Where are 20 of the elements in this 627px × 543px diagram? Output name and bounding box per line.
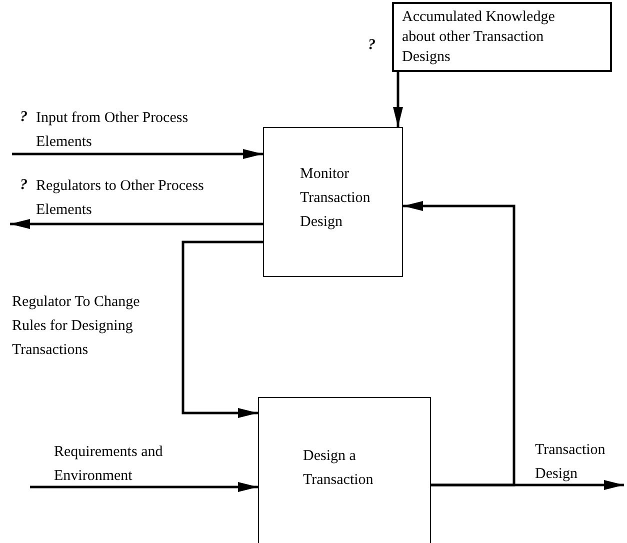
arrow [30,482,258,492]
box-text: Design a Transaction [303,447,374,490]
edge-label: Transaction Design [535,441,606,484]
process-box [392,2,612,72]
arrow [403,201,516,486]
question-mark: ? [20,176,28,194]
arrow [10,219,263,229]
arrow [182,240,263,418]
arrow [393,72,403,127]
edge-label: Input from Other Process Elements [36,109,190,152]
process-box [263,127,403,277]
box-text: Accumulated Knowledge about other Transaction Designs [402,8,556,67]
edge-label: Requirements and Environment [54,443,164,486]
edge-label: Regulator To Change Rules for Designing Transactions [12,293,141,360]
process-box [258,397,431,543]
box-text: Monitor Transaction Design [300,165,372,232]
question-mark: ? [20,108,28,126]
arrow [12,149,263,159]
edge-label: Regulators to Other Process Elements [36,177,205,220]
question-mark: ? [368,36,376,54]
